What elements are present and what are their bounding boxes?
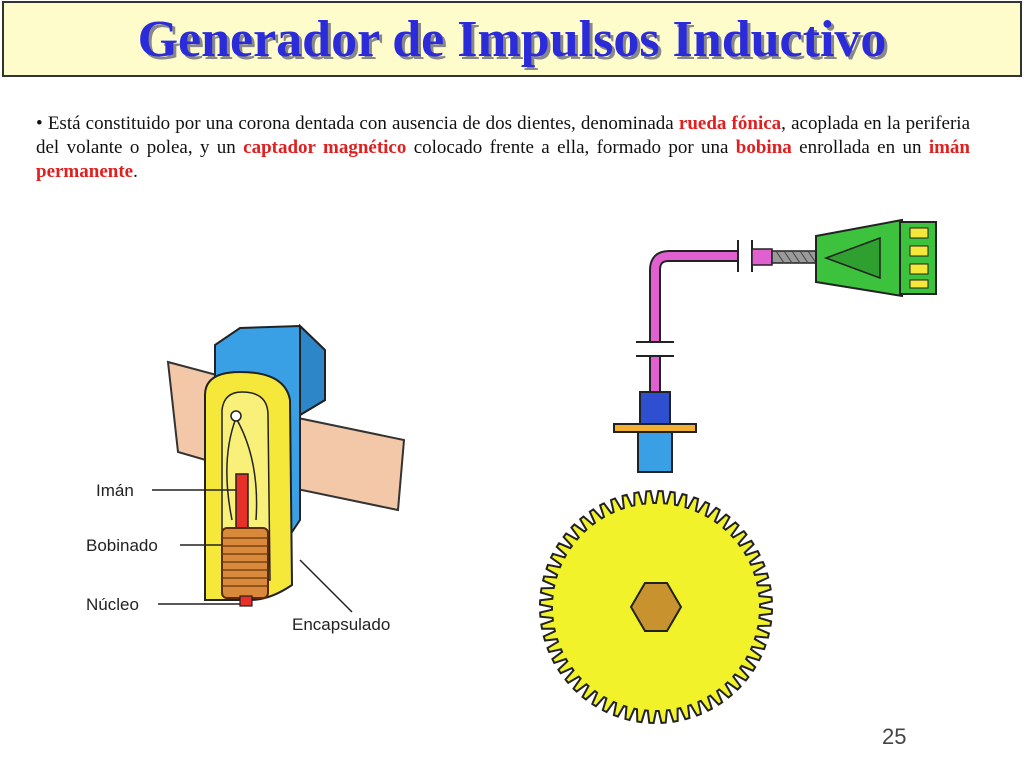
cable-break-vertical: [636, 341, 674, 357]
connector-arrow: [823, 236, 881, 280]
title-box: Generador de Impulsos Inductivo: [2, 1, 1022, 77]
core-tip: [239, 595, 253, 607]
gear: [538, 489, 774, 725]
text-part: , acoplada en la periferia del volante o…: [36, 113, 971, 158]
magenta-cable: [649, 250, 742, 392]
gear-hub: [629, 582, 683, 632]
highlight-bobina: bobina: [735, 137, 792, 158]
wire-terminal: [230, 410, 242, 422]
highlight-captador: captador magnético: [243, 137, 407, 158]
label-bobinado: Bobinado: [86, 536, 158, 555]
cable-break-horizontal: [737, 240, 753, 272]
label-nucleo: Núcleo: [86, 595, 139, 614]
connector-pins: [909, 227, 929, 289]
blue-housing-side: [299, 323, 326, 417]
label-encapsulado: Encapsulado: [292, 615, 390, 634]
magenta-sleeve: [751, 248, 773, 266]
page-title: Generador de Impulsos Inductivo: [137, 10, 887, 68]
braid-pattern: [775, 250, 817, 264]
highlight-rueda-fonica: rueda fónica: [678, 113, 782, 134]
magenta-cable-fill: [651, 252, 742, 392]
coil-wire: [226, 417, 258, 521]
highlight-iman: imán permanente: [36, 137, 970, 182]
label-iman: Imán: [96, 481, 134, 500]
description-paragraph: • Está constituido por una corona dentad…: [36, 112, 970, 184]
pickup-assembly: [613, 218, 937, 473]
bullet: •: [36, 113, 43, 134]
sensor-blue-top: [639, 391, 671, 425]
text-part: colocado frente a ella, formado por una: [406, 137, 736, 158]
sensor-flange: [613, 423, 697, 433]
coil-windings: [222, 537, 268, 587]
text-part: Está constituido por una corona dentada …: [47, 113, 679, 134]
text-part: .: [133, 161, 138, 182]
page-number: 25: [882, 724, 907, 749]
flywheel-band-right: [290, 416, 406, 512]
sensor-tip: [637, 431, 673, 473]
sensor-cross-section: Imán Bobinado Núcleo Encapsulado: [86, 323, 406, 634]
text-part: enrollada en un: [791, 137, 929, 158]
leader-encapsulado: [299, 559, 353, 613]
